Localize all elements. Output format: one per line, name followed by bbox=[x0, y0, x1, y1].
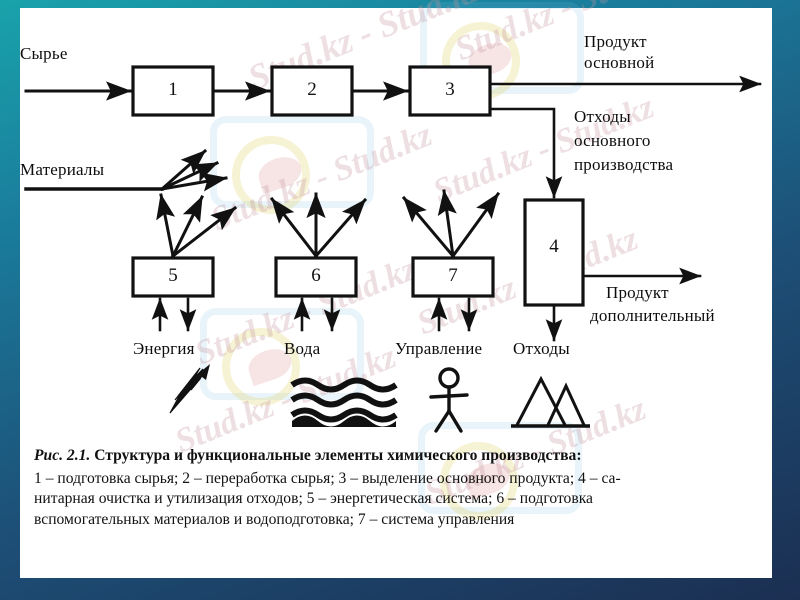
block-4-number: 4 bbox=[549, 236, 559, 257]
block-2-number: 2 bbox=[307, 79, 317, 100]
block-6-io-stems bbox=[293, 297, 341, 332]
caption-body-line-1: 1 – подготовка сырья; 2 – переработка сы… bbox=[34, 469, 621, 487]
label-main-product: Продукт bbox=[584, 32, 647, 51]
block-1-box[interactable] bbox=[131, 65, 215, 117]
process-diagram bbox=[24, 65, 762, 433]
label-materials: Материалы bbox=[20, 160, 105, 179]
block-5-box[interactable] bbox=[131, 256, 215, 298]
label-control: Управление bbox=[395, 339, 483, 358]
block-5-number: 5 bbox=[168, 265, 178, 286]
figure-sheet: Stud.kz - Stud.kz Stud.kz - Stud.kz Stud… bbox=[20, 0, 772, 578]
block-3-number: 3 bbox=[445, 79, 455, 100]
block-7-output-arrows bbox=[401, 189, 501, 259]
block-1-number: 1 bbox=[168, 79, 178, 100]
label-main-waste: Отходы bbox=[574, 107, 631, 126]
block-5-io-stems bbox=[151, 297, 197, 332]
label-main-waste: производства bbox=[574, 155, 674, 174]
block-3-box[interactable] bbox=[408, 65, 492, 117]
block-7-box[interactable] bbox=[411, 256, 495, 298]
label-main-waste: основного bbox=[574, 131, 651, 150]
block-7-number: 7 bbox=[448, 265, 458, 286]
caption-figure-number: Рис. 2.1. bbox=[34, 447, 91, 464]
block-7-io-stems bbox=[430, 297, 478, 332]
caption-title: Структура и функциональные элементы хими… bbox=[94, 447, 582, 464]
label-water: Вода bbox=[284, 339, 321, 358]
block-5-output-arrows bbox=[156, 193, 238, 259]
label-energy: Энергия bbox=[133, 339, 195, 358]
label-extra-product: дополнительный bbox=[590, 306, 715, 325]
main-waste-path bbox=[488, 107, 563, 199]
block-4-box[interactable] bbox=[523, 198, 585, 307]
waste-heap-icon bbox=[511, 375, 590, 428]
caption-body-line-2: нитарная очистка и утилизация отходов; 5… bbox=[34, 490, 593, 508]
lightning-bolt-icon bbox=[169, 364, 210, 414]
label-waste: Отходы bbox=[513, 339, 570, 358]
caption-head-line: Рис. 2.1. Структура и функциональные эле… bbox=[34, 446, 760, 467]
figure-caption: Рис. 2.1. Структура и функциональные эле… bbox=[34, 446, 760, 531]
label-main-product: основной bbox=[584, 53, 655, 72]
water-waves-icon bbox=[290, 377, 398, 427]
label-raw-material: Сырье bbox=[20, 44, 68, 63]
stick-figure-icon bbox=[429, 367, 469, 433]
caption-body-line-3: вспомогательных материалов и водоподгото… bbox=[34, 511, 515, 529]
label-extra-product: Продукт bbox=[606, 283, 669, 302]
block-2-box[interactable] bbox=[270, 65, 354, 117]
block-6-number: 6 bbox=[311, 265, 321, 286]
materials-fan-arrows bbox=[159, 148, 228, 192]
block-6-output-arrows bbox=[269, 192, 368, 259]
block-6-box[interactable] bbox=[274, 256, 358, 298]
